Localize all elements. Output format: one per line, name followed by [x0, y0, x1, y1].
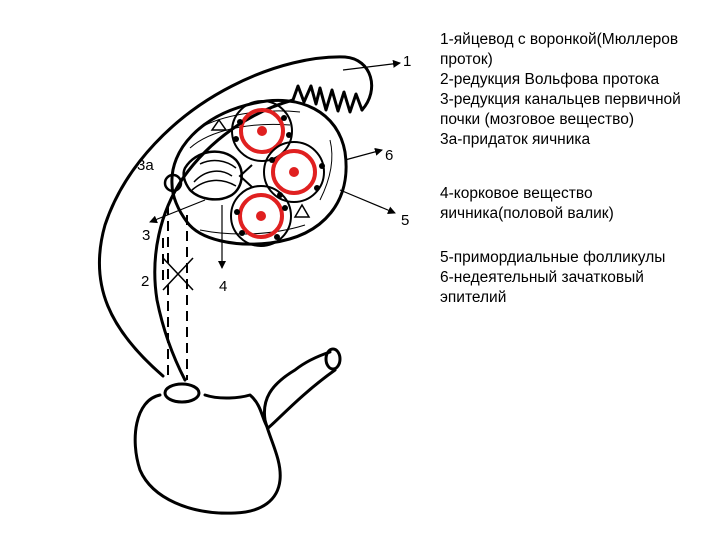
legend-item-4: 4-корковое вещество: [440, 185, 593, 202]
triangle-marker-top: [210, 118, 228, 131]
follicle-bottom: [230, 185, 292, 247]
ovary-body: [170, 98, 348, 246]
oviduct-fimbriae: [291, 84, 364, 114]
oviduct-inner-wall: [153, 98, 295, 382]
label-3a: 3а: [137, 157, 154, 174]
epoophoron-tubule-2: [191, 179, 237, 191]
granulosa-dot: [319, 163, 325, 169]
duct-opening: [163, 382, 201, 404]
legend-item-2: 2-редукция Вольфова протока: [440, 71, 660, 88]
granulosa-dot: [277, 192, 283, 198]
granulosa-dot: [239, 230, 245, 236]
granulosa-dot: [269, 157, 275, 163]
arrow-1: [342, 59, 401, 71]
granulosa-dot: [282, 205, 288, 211]
arrow-5: [339, 189, 396, 214]
legend-item-5: 5-примордиальные фолликулы: [440, 249, 666, 266]
legend-item-1: 1-яйцевод с воронкой(Мюллеров: [440, 31, 679, 48]
legend-item-1-cont: проток): [440, 51, 493, 68]
epoophoron: [182, 150, 243, 201]
granulosa-dot: [233, 136, 239, 142]
legend-item-3a: 3а-придаток яичника: [440, 131, 591, 148]
legend-group-1: 1-яйцевод с воронкой(Мюллеров проток) 2-…: [440, 30, 681, 150]
legend-item-4-cont: яичника(половой валик): [440, 205, 614, 222]
granulosa-dot: [314, 185, 320, 191]
granulosa-dot: [281, 115, 287, 121]
follicle-middle: [263, 141, 325, 203]
legend-item-3-cont: почки (мозговое вещество): [440, 111, 634, 128]
triangle-marker-bottom: [293, 203, 311, 218]
label-6: 6: [385, 147, 393, 164]
cortex-fiber-1: [199, 110, 301, 129]
label-3: 3: [142, 227, 150, 244]
urogenital-sinus-lower: [203, 368, 337, 430]
legend-item-6: 6-недеятельный зачатковый: [440, 269, 644, 286]
reduction-cross-2: [162, 257, 194, 291]
label-4: 4: [219, 278, 227, 295]
legend-item-6-cont: эпителий: [440, 289, 507, 306]
label-2: 2: [141, 273, 149, 290]
granulosa-dot: [286, 132, 292, 138]
chevron-marker: [238, 164, 253, 188]
legend-group-2: 4-корковое вещество яичника(половой вали…: [440, 184, 614, 224]
arrow-6: [344, 147, 383, 161]
epoophoron-tubule-1: [193, 170, 233, 183]
arrow-3: [149, 199, 206, 224]
granulosa-dot: [274, 234, 280, 240]
legend-group-3: 5-примордиальные фолликулы 6-недеятельны…: [440, 248, 665, 308]
legend-item-3: 3-редукция канальцев первичной: [440, 91, 681, 108]
label-1: 1: [403, 53, 411, 70]
granulosa-dot: [237, 119, 243, 125]
sinus-tip: [324, 347, 342, 371]
oviduct-duct: [97, 55, 374, 378]
label-5: 5: [401, 212, 409, 229]
epoophoron-tubule-3: [199, 159, 237, 169]
granulosa-dot: [234, 209, 240, 215]
epoophoron-end: [163, 173, 183, 193]
urogenital-sinus: [133, 350, 332, 515]
cortex-fiber-3: [319, 139, 333, 201]
follicle-top: [231, 100, 293, 162]
